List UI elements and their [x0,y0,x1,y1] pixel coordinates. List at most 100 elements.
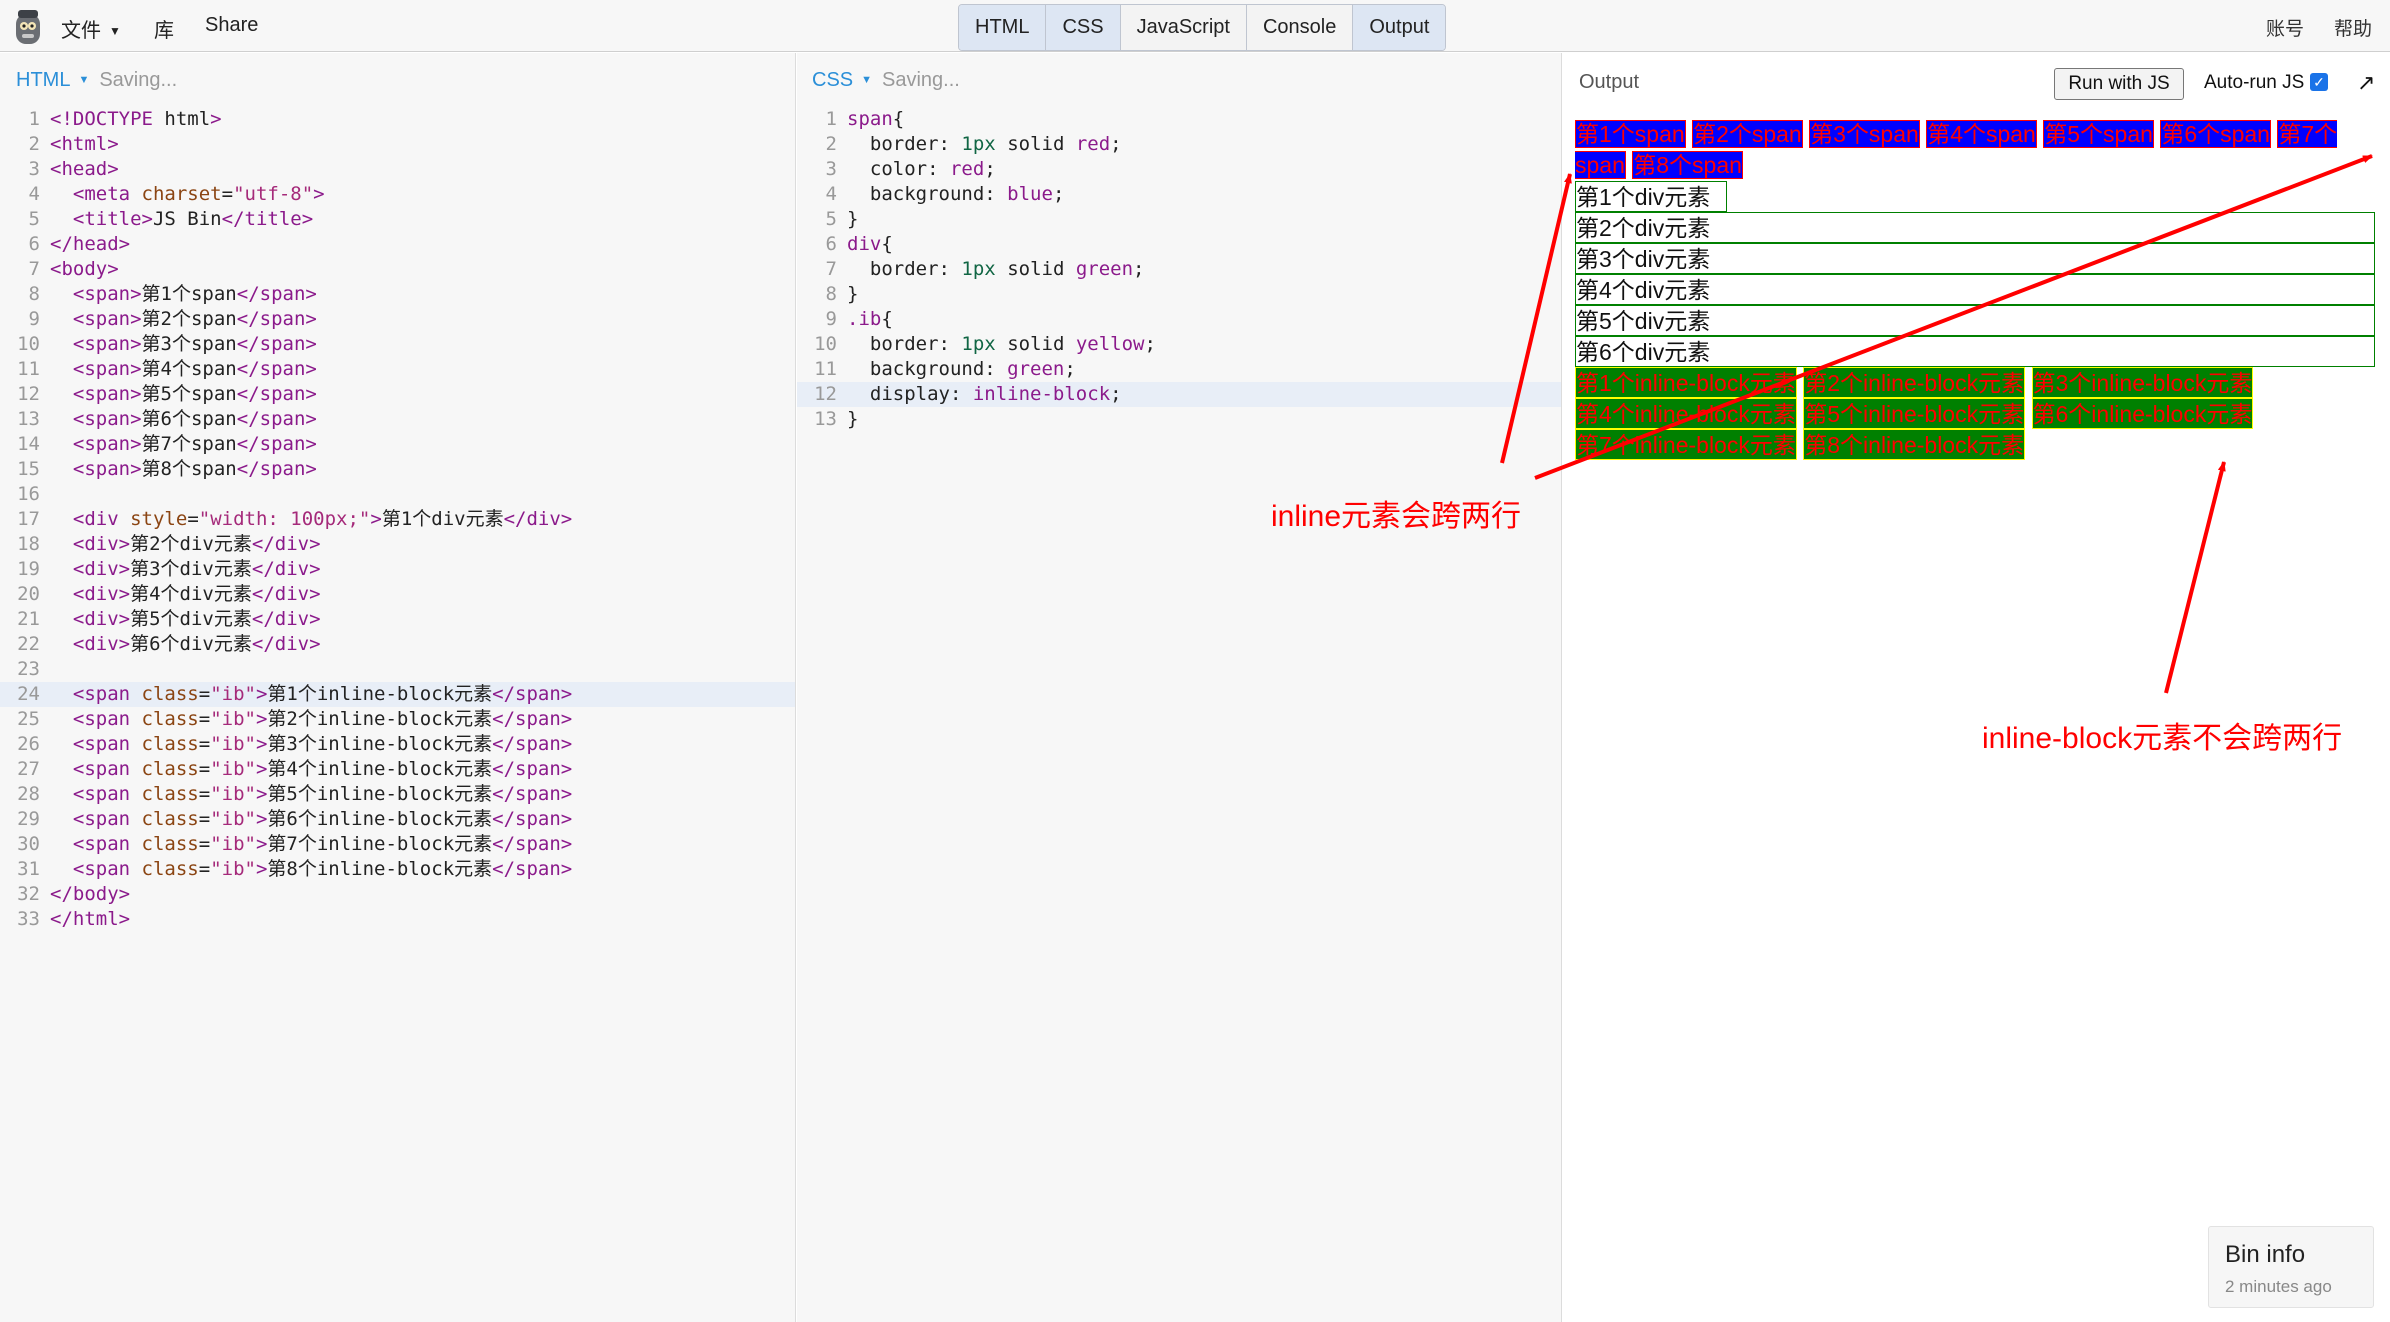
menu-account[interactable]: 账号 [2266,19,2305,40]
code-text: <span>第2个span</span> [72,308,317,330]
html-panel-label[interactable]: HTML [16,69,71,91]
code-line[interactable]: 12 <span>第5个span</span> [0,382,795,407]
html-panel-header: HTML▼Saving... [16,69,177,92]
code-line[interactable]: 22 <div>第6个div元素</div> [0,632,795,657]
code-line[interactable]: 3<head> [0,157,795,182]
bin-info-box[interactable]: Bin info 2 minutes ago [2208,1226,2374,1308]
line-number: 11 [17,358,40,380]
code-line[interactable]: 10 <span>第3个span</span> [0,332,795,357]
code-line[interactable]: 12 display: inline-block; [797,382,1561,407]
code-line[interactable]: 9.ib{ [797,307,1561,332]
tab-javascript[interactable]: JavaScript [1119,5,1246,50]
code-line[interactable]: 7 border: 1px solid green; [797,257,1561,282]
code-line[interactable]: 26 <span class="ib">第3个inline-block元素</s… [0,732,795,757]
code-line[interactable]: 10 border: 1px solid yellow; [797,332,1561,357]
line-number: 8 [825,283,837,305]
popout-arrow-icon[interactable]: ↗ [2357,70,2376,95]
code-line[interactable]: 33</html> [0,907,795,932]
code-text: } [847,283,859,305]
code-line[interactable]: 9 <span>第2个span</span> [0,307,795,332]
code-line[interactable]: 28 <span class="ib">第5个inline-block元素</s… [0,782,795,807]
code-text: </head> [50,233,131,255]
code-text: <span class="ib">第3个inline-block元素</span… [72,733,573,755]
line-number: 8 [28,283,40,305]
code-text: <!DOCTYPE html> [50,108,222,130]
code-text: border: 1px solid green; [869,258,1145,280]
code-line[interactable]: 23 [0,657,795,682]
code-line[interactable]: 5} [797,207,1561,232]
code-line[interactable]: 21 <div>第5个div元素</div> [0,607,795,632]
code-line[interactable]: 32</body> [0,882,795,907]
code-line[interactable]: 2<html> [0,132,795,157]
jsbin-logo-icon[interactable] [12,8,44,46]
chevron-down-icon[interactable]: ▼ [78,74,90,86]
code-line[interactable]: 13} [797,407,1561,432]
code-line[interactable]: 30 <span class="ib">第7个inline-block元素</s… [0,832,795,857]
code-line[interactable]: 15 <span>第8个span</span> [0,457,795,482]
span-row: 第1个span 第2个span 第3个span 第4个span 第5个span … [1575,119,2375,181]
autorun-checkbox[interactable]: ✓ [2310,73,2328,91]
code-line[interactable]: 31 <span class="ib">第8个inline-block元素</s… [0,857,795,882]
code-text: span{ [847,108,905,130]
menu-help[interactable]: 帮助 [2334,19,2373,40]
div-item: 第3个div元素 [1575,243,2375,274]
menu-share[interactable]: Share [205,14,259,36]
code-line[interactable]: 3 color: red; [797,157,1561,182]
code-line[interactable]: 29 <span class="ib">第6个inline-block元素</s… [0,807,795,832]
output-result: 第1个span 第2个span 第3个span 第4个span 第5个span … [1575,119,2375,460]
menu-library[interactable]: 库 [154,20,174,42]
code-line[interactable]: 2 border: 1px solid red; [797,132,1561,157]
css-panel-label[interactable]: CSS [812,69,854,91]
code-text: <div style="width: 100px;">第1个div元素</div… [72,508,573,530]
code-line[interactable]: 7<body> [0,257,795,282]
inline-block-row: 第1个inline-block元素 第2个inline-block元素 第3个i… [1575,367,2375,460]
tab-css[interactable]: CSS [1045,5,1120,50]
line-number: 11 [814,358,837,380]
code-line[interactable]: 4 background: blue; [797,182,1561,207]
line-number: 23 [17,658,40,680]
menu-file[interactable]: 文件 ▼ [61,14,121,43]
code-line[interactable]: 13 <span>第6个span</span> [0,407,795,432]
code-text: <span class="ib">第4个inline-block元素</span… [72,758,573,780]
tab-console[interactable]: Console [1245,5,1353,50]
line-number: 20 [17,583,40,605]
line-number: 28 [17,783,40,805]
inline-block-item: 第4个inline-block元素 [1575,398,1797,429]
run-with-js-button[interactable]: Run with JS [2054,68,2184,100]
code-line[interactable]: 16 [0,482,795,507]
html-editor[interactable]: 1<!DOCTYPE html>2<html>3<head>4 <meta ch… [0,107,795,932]
code-line[interactable]: 17 <div style="width: 100px;">第1个div元素</… [0,507,795,532]
code-text: <span class="ib">第1个inline-block元素</span… [72,683,573,705]
code-line[interactable]: 1<!DOCTYPE html> [0,107,795,132]
tab-html[interactable]: HTML [959,5,1046,50]
line-number: 16 [17,483,40,505]
code-line[interactable]: 5 <title>JS Bin</title> [0,207,795,232]
code-text: <span>第6个span</span> [72,408,317,430]
code-line[interactable]: 25 <span class="ib">第2个inline-block元素</s… [0,707,795,732]
chevron-down-icon: ▼ [109,24,121,38]
inline-block-item: 第3个inline-block元素 [2031,367,2254,398]
code-line[interactable]: 19 <div>第3个div元素</div> [0,557,795,582]
code-line[interactable]: 18 <div>第2个div元素</div> [0,532,795,557]
line-number: 9 [825,308,837,330]
line-number: 2 [825,133,837,155]
code-line[interactable]: 8} [797,282,1561,307]
code-line[interactable]: 11 background: green; [797,357,1561,382]
menu-file-label: 文件 [61,20,101,42]
code-text: <span>第8个span</span> [72,458,317,480]
code-line[interactable]: 11 <span>第4个span</span> [0,357,795,382]
code-line[interactable]: 6</head> [0,232,795,257]
code-line[interactable]: 20 <div>第4个div元素</div> [0,582,795,607]
code-line[interactable]: 27 <span class="ib">第4个inline-block元素</s… [0,757,795,782]
code-line[interactable]: 24 <span class="ib">第1个inline-block元素</s… [0,682,795,707]
chevron-down-icon[interactable]: ▼ [861,74,873,86]
code-text: <div>第3个div元素</div> [72,558,321,580]
code-line[interactable]: 14 <span>第7个span</span> [0,432,795,457]
tab-output[interactable]: Output [1352,5,1446,50]
line-number: 29 [17,808,40,830]
code-line[interactable]: 8 <span>第1个span</span> [0,282,795,307]
code-line[interactable]: 4 <meta charset="utf-8"> [0,182,795,207]
